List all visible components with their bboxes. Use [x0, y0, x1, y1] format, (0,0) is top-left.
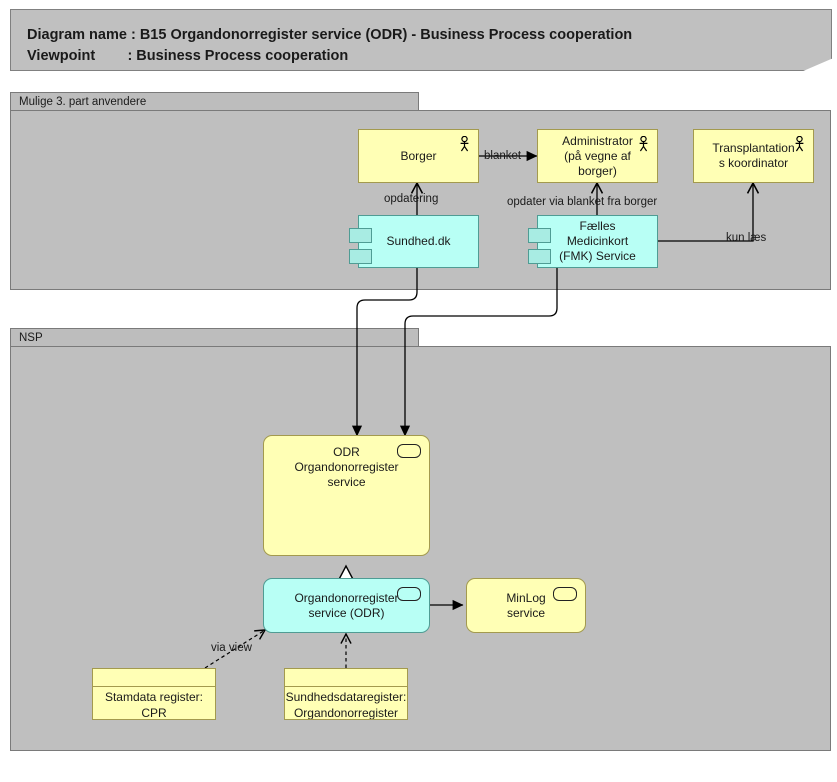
group-tab-third-party: Mulige 3. part anvendere [10, 92, 419, 111]
service-icon [553, 587, 577, 601]
node-sundhedsdataregister-label: Sundhedsdataregister: Organdonorregister [285, 690, 407, 720]
group-tab-nsp: NSP [10, 328, 419, 347]
node-sundhed-dk-label: Sundhed.dk [386, 234, 451, 248]
node-odr-business-service[interactable]: ODR Organdonorregister service [263, 435, 430, 556]
data-object-header-bar [93, 669, 215, 687]
node-transplantation-koordinator[interactable]: Transplantation s koordinator [693, 129, 814, 183]
connector-label-opdater-blanket: opdater via blanket fra borger [507, 196, 658, 208]
node-minlog-service[interactable]: MinLog service [466, 578, 586, 633]
group-label-third-party: Mulige 3. part anvendere [19, 96, 147, 108]
viewpoint-text: Viewpoint : Business Process cooperation [27, 48, 349, 64]
node-transplantation-label: Transplantation s koordinator [712, 141, 795, 170]
component-tab-icon [349, 228, 372, 243]
node-odr-application-service[interactable]: Organdonorregister service (ODR) [263, 578, 430, 633]
actor-icon [639, 136, 648, 152]
node-sundhedsdataregister-data-object[interactable]: Sundhedsdataregister: Organdonorregister [284, 668, 408, 720]
service-icon [397, 587, 421, 601]
node-borger[interactable]: Borger [358, 129, 479, 183]
component-tab-icon [528, 249, 551, 264]
data-object-header-bar [285, 669, 407, 687]
node-fmk-service[interactable]: Fælles Medicinkort (FMK) Service [528, 215, 658, 268]
node-odr-business-service-label: ODR Organdonorregister service [294, 445, 399, 489]
node-administrator-label: Administrator (på vegne af borger) [562, 133, 633, 178]
connector-label-kun-laes: kun læs [726, 232, 767, 244]
component-tab-icon [349, 249, 372, 264]
node-administrator[interactable]: Administrator (på vegne af borger) [537, 129, 658, 183]
node-cpr-label: Stamdata register: CPR [104, 690, 204, 720]
component-tab-icon [528, 228, 551, 243]
group-label-nsp: NSP [19, 332, 43, 344]
connector-label-via-view: via view [211, 642, 252, 654]
connector-label-blanket: blanket [484, 150, 522, 162]
connector-label-opdatering: opdatering [384, 193, 439, 205]
node-cpr-data-object[interactable]: Stamdata register: CPR [92, 668, 216, 720]
diagram-header: Diagram name : B15 Organdonorregister se… [10, 9, 832, 71]
node-minlog-service-label: MinLog service [506, 590, 546, 620]
node-odr-application-service-label: Organdonorregister service (ODR) [294, 590, 399, 620]
node-fmk-service-label: Fælles Medicinkort (FMK) Service [559, 219, 636, 263]
node-borger-label: Borger [400, 148, 437, 163]
service-icon [397, 444, 421, 458]
actor-icon [460, 136, 469, 152]
node-sundhed-dk[interactable]: Sundhed.dk [349, 215, 479, 268]
diagram-name-text: Diagram name : B15 Organdonorregister se… [27, 27, 633, 43]
actor-icon [795, 136, 804, 152]
